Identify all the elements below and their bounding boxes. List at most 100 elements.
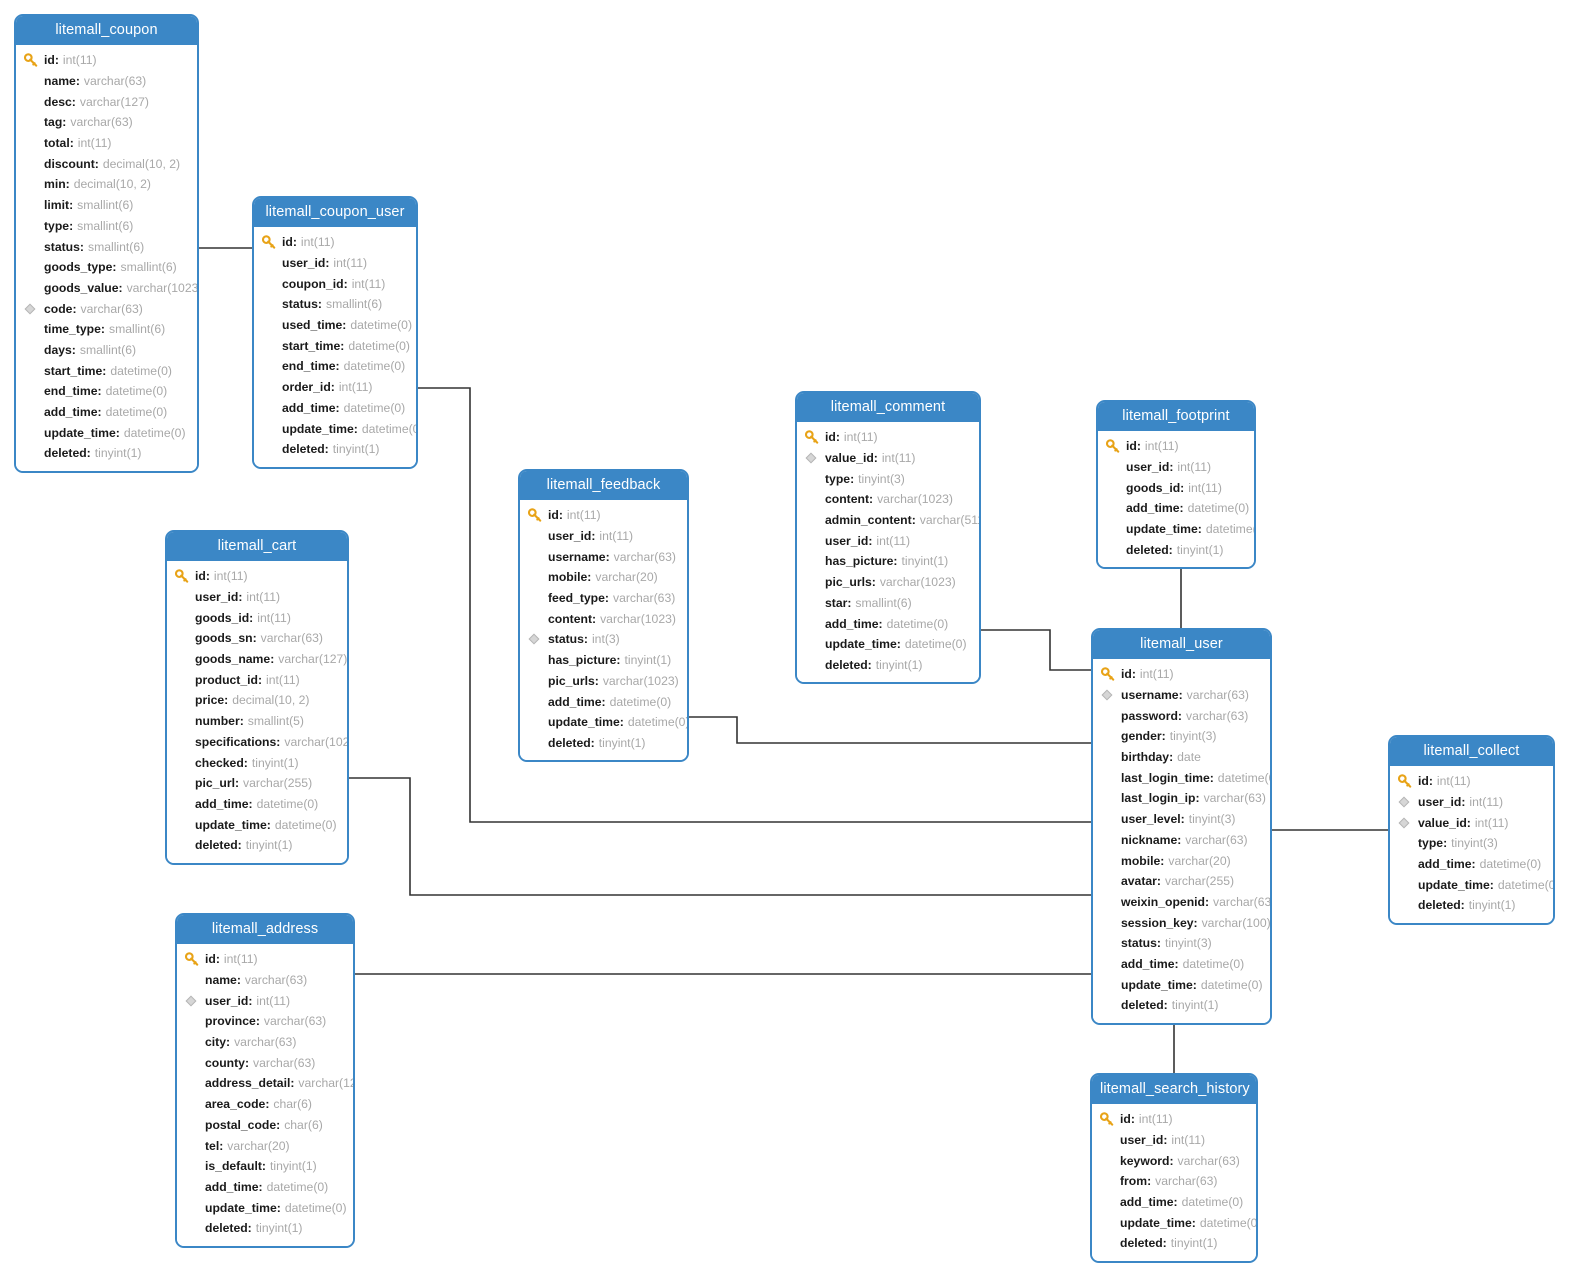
field-row[interactable]: user_id:int(11) <box>1390 792 1553 813</box>
field-row[interactable]: weixin_openid:varchar(63) <box>1093 892 1270 913</box>
field-row[interactable]: days:smallint(6) <box>16 340 197 361</box>
field-row[interactable]: total:int(11) <box>16 133 197 154</box>
field-row[interactable]: update_time:datetime(0) <box>520 712 687 733</box>
field-row[interactable]: status:int(3) <box>520 629 687 650</box>
field-row[interactable]: coupon_id:int(11) <box>254 273 416 294</box>
field-row[interactable]: tel:varchar(20) <box>177 1135 353 1156</box>
field-row[interactable]: avatar:varchar(255) <box>1093 871 1270 892</box>
field-row[interactable]: update_time:datetime(0) <box>1093 974 1270 995</box>
field-row[interactable]: user_id:int(11) <box>1092 1130 1256 1151</box>
field-row[interactable]: pic_urls:varchar(1023) <box>520 671 687 692</box>
field-row[interactable]: add_time:datetime(0) <box>1390 854 1553 875</box>
field-row[interactable]: username:varchar(63) <box>1093 685 1270 706</box>
field-row[interactable]: county:varchar(63) <box>177 1052 353 1073</box>
field-row[interactable]: area_code:char(6) <box>177 1094 353 1115</box>
field-row[interactable]: mobile:varchar(20) <box>520 567 687 588</box>
field-row[interactable]: last_login_ip:varchar(63) <box>1093 788 1270 809</box>
field-row[interactable]: admin_content:varchar(511) <box>797 510 979 531</box>
field-row[interactable]: id:int(11) <box>177 949 353 970</box>
field-row[interactable]: start_time:datetime(0) <box>254 335 416 356</box>
field-row[interactable]: star:smallint(6) <box>797 593 979 614</box>
field-row[interactable]: product_id:int(11) <box>167 669 347 690</box>
field-row[interactable]: deleted:tinyint(1) <box>797 655 979 676</box>
field-row[interactable]: deleted:tinyint(1) <box>1390 895 1553 916</box>
field-row[interactable]: id:int(11) <box>1093 664 1270 685</box>
field-row[interactable]: code:varchar(63) <box>16 298 197 319</box>
field-row[interactable]: deleted:tinyint(1) <box>1092 1233 1256 1254</box>
field-row[interactable]: goods_sn:varchar(63) <box>167 628 347 649</box>
field-row[interactable]: value_id:int(11) <box>1390 812 1553 833</box>
field-row[interactable]: add_time:datetime(0) <box>1092 1192 1256 1213</box>
field-row[interactable]: checked:tinyint(1) <box>167 752 347 773</box>
field-row[interactable]: username:varchar(63) <box>520 546 687 567</box>
field-row[interactable]: deleted:tinyint(1) <box>254 439 416 460</box>
field-row[interactable]: specifications:varchar(1023) <box>167 732 347 753</box>
field-row[interactable]: user_level:tinyint(3) <box>1093 809 1270 830</box>
field-row[interactable]: end_time:datetime(0) <box>16 381 197 402</box>
field-row[interactable]: gender:tinyint(3) <box>1093 726 1270 747</box>
field-row[interactable]: session_key:varchar(100) <box>1093 912 1270 933</box>
field-row[interactable]: id:int(11) <box>167 566 347 587</box>
field-row[interactable]: deleted:tinyint(1) <box>1098 539 1254 560</box>
field-row[interactable]: id:int(11) <box>1098 436 1254 457</box>
field-row[interactable]: pic_urls:varchar(1023) <box>797 572 979 593</box>
field-row[interactable]: update_time:datetime(0) <box>167 814 347 835</box>
field-row[interactable]: update_time:datetime(0) <box>177 1197 353 1218</box>
field-row[interactable]: update_time:datetime(0) <box>797 634 979 655</box>
field-row[interactable]: update_time:datetime(0) <box>1390 874 1553 895</box>
field-row[interactable]: type:tinyint(3) <box>1390 833 1553 854</box>
field-row[interactable]: number:smallint(5) <box>167 711 347 732</box>
field-row[interactable]: id:int(11) <box>16 50 197 71</box>
field-row[interactable]: has_picture:tinyint(1) <box>520 650 687 671</box>
field-row[interactable]: postal_code:char(6) <box>177 1115 353 1136</box>
field-row[interactable]: update_time:datetime(0) <box>1098 519 1254 540</box>
field-row[interactable]: price:decimal(10, 2) <box>167 690 347 711</box>
field-row[interactable]: name:varchar(63) <box>16 71 197 92</box>
field-row[interactable]: goods_type:smallint(6) <box>16 257 197 278</box>
field-row[interactable]: end_time:datetime(0) <box>254 356 416 377</box>
field-row[interactable]: update_time:datetime(0) <box>16 422 197 443</box>
field-row[interactable]: content:varchar(1023) <box>520 608 687 629</box>
field-row[interactable]: id:int(11) <box>797 427 979 448</box>
field-row[interactable]: order_id:int(11) <box>254 377 416 398</box>
field-row[interactable]: discount:decimal(10, 2) <box>16 153 197 174</box>
field-row[interactable]: goods_id:int(11) <box>167 607 347 628</box>
field-row[interactable]: id:int(11) <box>520 505 687 526</box>
field-row[interactable]: add_time:datetime(0) <box>1098 498 1254 519</box>
field-row[interactable]: province:varchar(63) <box>177 1011 353 1032</box>
field-row[interactable]: from:varchar(63) <box>1092 1171 1256 1192</box>
field-row[interactable]: desc:varchar(127) <box>16 91 197 112</box>
field-row[interactable]: used_time:datetime(0) <box>254 315 416 336</box>
field-row[interactable]: update_time:datetime(0) <box>1092 1212 1256 1233</box>
field-row[interactable]: mobile:varchar(20) <box>1093 850 1270 871</box>
field-row[interactable]: user_id:int(11) <box>520 526 687 547</box>
field-row[interactable]: status:tinyint(3) <box>1093 933 1270 954</box>
field-row[interactable]: id:int(11) <box>1092 1109 1256 1130</box>
field-row[interactable]: start_time:datetime(0) <box>16 360 197 381</box>
field-row[interactable]: has_picture:tinyint(1) <box>797 551 979 572</box>
field-row[interactable]: deleted:tinyint(1) <box>167 835 347 856</box>
field-row[interactable]: content:varchar(1023) <box>797 489 979 510</box>
field-row[interactable]: min:decimal(10, 2) <box>16 174 197 195</box>
field-row[interactable]: id:int(11) <box>1390 771 1553 792</box>
field-row[interactable]: status:smallint(6) <box>16 236 197 257</box>
field-row[interactable]: type:smallint(6) <box>16 216 197 237</box>
field-row[interactable]: address_detail:varchar(127) <box>177 1073 353 1094</box>
field-row[interactable]: limit:smallint(6) <box>16 195 197 216</box>
field-row[interactable]: add_time:datetime(0) <box>177 1177 353 1198</box>
field-row[interactable]: type:tinyint(3) <box>797 468 979 489</box>
field-row[interactable]: add_time:datetime(0) <box>167 794 347 815</box>
field-row[interactable]: feed_type:varchar(63) <box>520 588 687 609</box>
field-row[interactable]: add_time:datetime(0) <box>254 398 416 419</box>
field-row[interactable]: nickname:varchar(63) <box>1093 830 1270 851</box>
field-row[interactable]: last_login_time:datetime(0) <box>1093 767 1270 788</box>
field-row[interactable]: value_id:int(11) <box>797 448 979 469</box>
